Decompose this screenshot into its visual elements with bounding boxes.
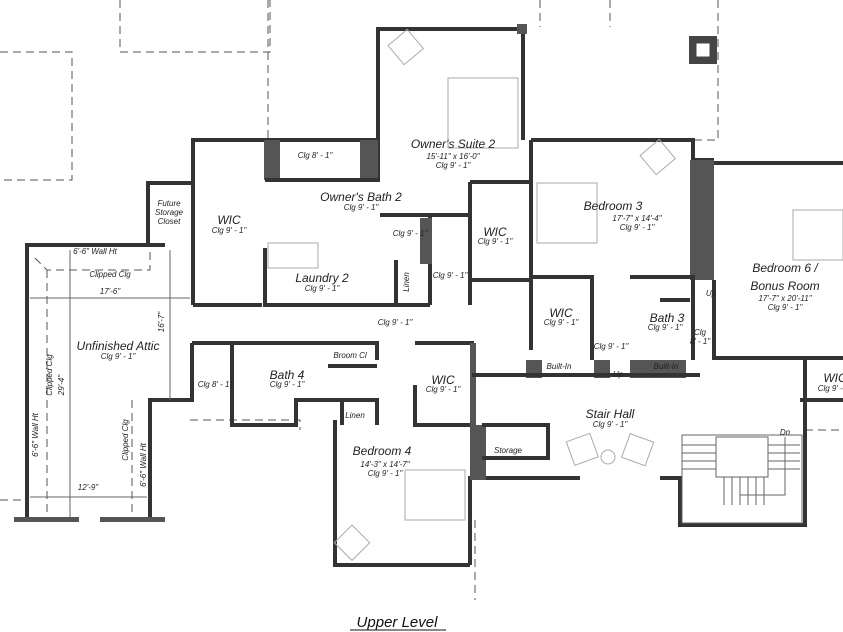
- room-label-bedroom6-1: Bedroom 6 /: [752, 261, 819, 275]
- bath4-shower-clg: Clg 8' - 1": [198, 380, 234, 389]
- built-in-2: Built-In: [654, 362, 679, 371]
- plan-title: Upper Level: [357, 614, 439, 631]
- storage-label: Storage: [494, 446, 523, 455]
- attic-wall-ht-left: 6'-6" Wall Ht: [31, 412, 40, 457]
- room-label-attic: Unfinished Attic: [77, 339, 160, 353]
- room-label-owners-suite: Owner's Suite 2: [411, 137, 496, 151]
- room-clg-bedroom6: Clg 9' - 1": [768, 303, 804, 312]
- room-label-bedroom3: Bedroom 3: [584, 199, 643, 213]
- attic-clipped-top: Clipped Clg: [89, 270, 131, 279]
- wc-clg: Clg 9' - 1": [393, 229, 429, 238]
- walls: [14, 24, 843, 567]
- room-label-stair-hall: Stair Hall: [586, 407, 635, 421]
- room-clg-wic-suite: Clg 9' - 1": [478, 237, 514, 246]
- attic-wall-ht-top: 6'-6" Wall Ht: [73, 247, 118, 256]
- room-label-wic-left: WIC: [217, 213, 241, 227]
- room-clg-laundry: Clg 9' - 1": [305, 284, 341, 293]
- room-label-wic-b3: WIC: [549, 306, 573, 320]
- up-label-1: Up: [613, 370, 624, 379]
- attic-dim-depth: 16'-7": [157, 311, 166, 333]
- room-clg-bath4: Clg 9' - 1": [270, 380, 306, 389]
- room-size-bedroom3: 17'-7" x 14'-4": [612, 214, 662, 223]
- room-label-bath3: Bath 3: [650, 311, 685, 325]
- room-clg-owners-suite: Clg 9' - 1": [436, 161, 472, 170]
- future-storage-3: Closet: [158, 217, 181, 226]
- room-label-bedroom4: Bedroom 4: [353, 444, 412, 458]
- room-clg-wic-left: Clg 9' - 1": [212, 226, 248, 235]
- roof-lines: [0, 0, 843, 600]
- room-size-bedroom6: 17'-7" x 20'-11": [758, 294, 812, 303]
- room-label-owners-bath: Owner's Bath 2: [320, 190, 402, 204]
- room-clg-stair-hall: Clg 9' - 1": [593, 420, 629, 429]
- linen-label-bottom: Linen: [345, 411, 365, 420]
- room-clg-wic-right: Clg 9' - 1": [818, 384, 843, 393]
- room-clg-wic-b3: Clg 9' - 1": [544, 318, 580, 327]
- dimension-lines: [30, 250, 190, 517]
- attic-wall-ht-right: 6'-6" Wall Ht: [139, 442, 148, 487]
- room-clg-attic: Clg 9' - 1": [101, 352, 137, 361]
- hall-b3-clg: Clg 9' - 1": [594, 342, 630, 351]
- hall-clg: Clg 9' - 1": [378, 318, 414, 327]
- attic-clipped-left: Clipped Clg: [45, 354, 54, 396]
- hall-clg-small: Clg 9' - 1": [433, 271, 469, 280]
- attic-dim-length: 29'-4": [57, 374, 66, 397]
- room-label-bath4: Bath 4: [270, 368, 305, 382]
- room-size-owners-suite: 15'-11" x 16'-0": [426, 152, 480, 161]
- room-size-bedroom4: 14'-3" x 14'-7": [360, 460, 410, 469]
- room-clg-bedroom3: Clg 9' - 1": [620, 223, 656, 232]
- room-label-bedroom6-2: Bonus Room: [750, 279, 819, 293]
- bath3-tub-clg-2: 8' - 1": [690, 337, 712, 346]
- bath3-tub-clg-1: Clg: [694, 328, 707, 337]
- furniture: [267, 28, 843, 562]
- future-storage-2: Storage: [155, 208, 184, 217]
- room-clg-bedroom4: Clg 9' - 1": [368, 469, 404, 478]
- attic-dim-bottom: 12'-9": [78, 483, 100, 492]
- stair-down-label: Dn: [780, 428, 791, 437]
- up-label-2: Up: [706, 289, 717, 298]
- room-label-wic-b4: WIC: [431, 373, 455, 387]
- broom-closet-label: Broom Cl: [333, 351, 367, 360]
- staircase[interactable]: [681, 434, 803, 524]
- future-storage-1: Future: [157, 199, 181, 208]
- attic-clipped-right: Clipped Clg: [121, 419, 130, 461]
- linen-label-top: Linen: [402, 272, 411, 292]
- shower-clg: Clg 8' - 1": [298, 151, 334, 160]
- room-clg-wic-b4: Clg 9' - 1": [426, 385, 462, 394]
- built-in-1: Built-In: [547, 362, 572, 371]
- attic-dim-width: 17'-6": [100, 287, 122, 296]
- room-clg-bath3: Clg 9' - 1": [648, 323, 684, 332]
- room-clg-owners-bath: Clg 9' - 1": [344, 203, 380, 212]
- room-label-wic-suite: WIC: [483, 225, 507, 239]
- room-label-wic-right: WIC: [823, 371, 843, 385]
- room-label-laundry: Laundry 2: [295, 271, 349, 285]
